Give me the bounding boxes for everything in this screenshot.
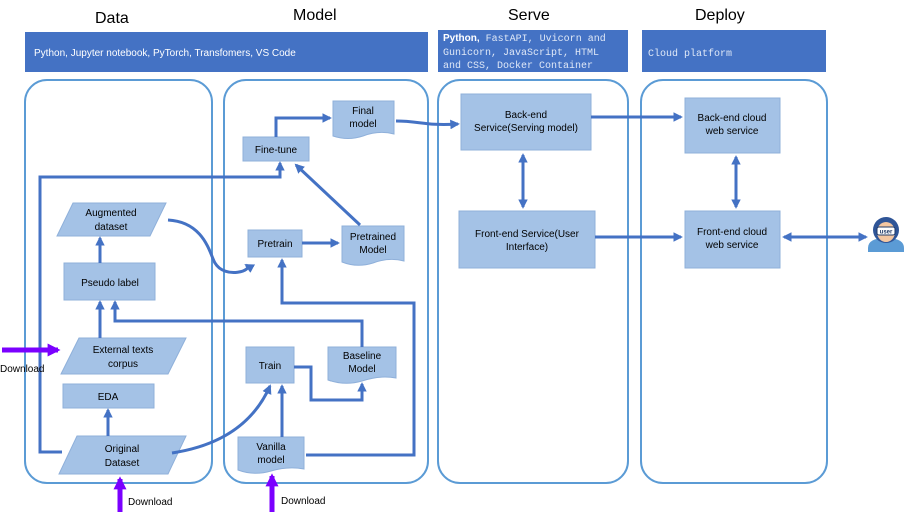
arrow-original-to-train	[171, 384, 272, 455]
deploy-tools-banner	[642, 30, 826, 72]
eda-label: EDA	[98, 392, 119, 403]
front-end-service-label-2: Interface)	[506, 242, 548, 253]
lane-deploy	[640, 79, 828, 484]
back-end-cloud-node	[684, 97, 781, 154]
arrow-baseline-to-pseudo-label	[110, 300, 364, 347]
front-end-cloud-node	[684, 210, 781, 269]
stage-title-deploy: Deploy	[695, 7, 745, 24]
back-end-cloud-label-1: Back-end cloud	[698, 113, 767, 124]
baseline-model-node	[327, 346, 397, 384]
arrow-pretrained-to-fine-tune	[294, 163, 362, 227]
deploy-tools-text: Cloud platform	[648, 48, 732, 60]
final-model-label-2: model	[349, 119, 376, 130]
pretrain-label: Pretrain	[257, 239, 292, 250]
front-end-cloud-label-1: Front-end cloud	[697, 227, 767, 238]
train-label: Train	[259, 361, 281, 372]
lane-model	[223, 79, 429, 484]
arrow-final-to-back-end	[395, 119, 460, 130]
final-model-node	[332, 100, 395, 139]
stage-title-data: Data	[95, 10, 129, 27]
augmented-dataset-label-1: Augmented	[85, 208, 136, 219]
augmented-dataset-label-2: dataset	[95, 222, 128, 233]
pretrain-node	[247, 229, 303, 258]
download-label-vanilla: Download	[281, 496, 325, 507]
serve-tools-line1-bold: Python,	[443, 33, 480, 44]
arrow-augmented-to-pretrain	[167, 218, 256, 274]
user-icon: user	[868, 217, 904, 252]
vanilla-model-label-1: Vanilla	[256, 442, 286, 453]
original-dataset-label-1: Original	[105, 444, 139, 455]
pseudo-label-node	[63, 262, 156, 301]
baseline-model-label-1: Baseline	[343, 351, 382, 362]
serve-tools-line1-rest: FastAPI, Uvicorn and	[480, 33, 606, 45]
pretrained-model-label-1: Pretrained	[350, 232, 396, 243]
external-texts-corpus-node	[60, 337, 187, 375]
vanilla-model-label-2: model	[257, 455, 284, 466]
download-label-original: Download	[128, 497, 172, 508]
pseudo-label-label: Pseudo label	[81, 278, 139, 289]
stage-title-model: Model	[293, 7, 337, 24]
arrow-train-to-baseline	[294, 365, 367, 402]
baseline-model-label-2: Model	[348, 364, 375, 375]
pretrained-model-node	[341, 225, 405, 266]
user-icon-label: user	[880, 230, 893, 236]
data-model-tools-text: Python, Jupyter notebook, PyTorch, Trans…	[34, 48, 296, 59]
lane-serve	[437, 79, 629, 484]
back-end-cloud-label-2: web service	[705, 126, 759, 137]
arrow-original-to-fine-tune	[38, 161, 285, 454]
back-end-service-node	[460, 93, 592, 151]
external-texts-corpus-label-1: External texts	[93, 345, 154, 356]
front-end-cloud-label-2: web service	[705, 240, 759, 251]
back-end-service-label-1: Back-end	[505, 110, 547, 121]
external-texts-corpus-label-2: corpus	[108, 359, 138, 370]
original-dataset-node	[58, 435, 187, 475]
serve-tools-line2: Gunicorn, JavaScript, HTML	[443, 47, 599, 59]
serve-tools-line1: Python, FastAPI, Uvicorn and	[443, 33, 606, 45]
fine-tune-node	[242, 136, 310, 162]
front-end-service-label-1: Front-end Service(User	[475, 229, 580, 240]
vanilla-model-node	[237, 436, 305, 474]
train-node	[245, 346, 295, 384]
original-dataset-label-2: Dataset	[105, 458, 140, 469]
front-end-service-node	[458, 210, 596, 269]
arrow-fine-tune-to-final	[274, 113, 332, 137]
pretrained-model-label-2: Model	[359, 245, 386, 256]
back-end-service-label-2: Service(Serving model)	[474, 123, 578, 134]
serve-tools-banner	[438, 30, 628, 72]
stage-title-serve: Serve	[508, 7, 550, 24]
arrow-vanilla-to-pretrain	[277, 258, 416, 457]
final-model-label-1: Final	[352, 106, 374, 117]
fine-tune-label: Fine-tune	[255, 145, 298, 156]
eda-node	[62, 383, 155, 409]
download-label-external: Download	[0, 364, 44, 375]
augmented-dataset-node	[56, 202, 167, 237]
serve-tools-line3: and CSS, Docker Container	[443, 60, 593, 72]
data-model-tools-banner	[25, 32, 428, 72]
